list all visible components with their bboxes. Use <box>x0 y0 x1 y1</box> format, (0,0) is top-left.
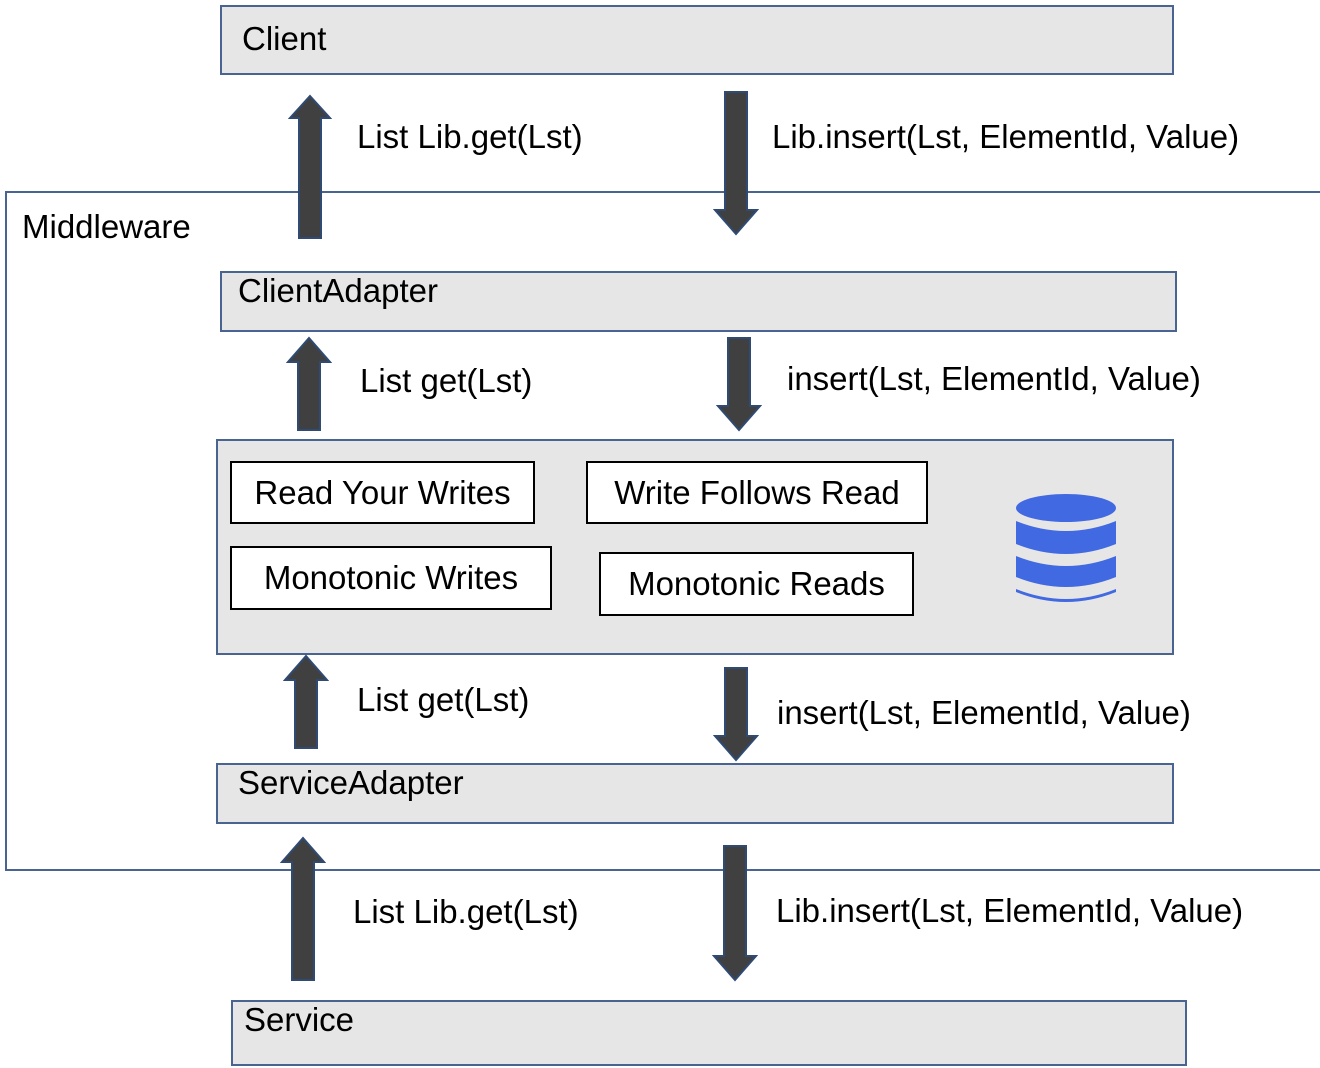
client-adapter-label: ClientAdapter <box>238 272 438 309</box>
client-adapter-box: ClientAdapter <box>220 271 1177 332</box>
database-icon <box>1016 494 1116 602</box>
adapter-insert-label: insert(Lst, ElementId, Value) <box>787 360 1201 397</box>
service-label: Service <box>244 1001 355 1038</box>
write-follows-read-box: Write Follows Read <box>586 461 928 524</box>
down-arrow-icon <box>716 337 762 432</box>
down-arrow-icon <box>712 845 758 982</box>
monotonic-writes-box: Monotonic Writes <box>230 546 552 610</box>
read-your-writes-label: Read Your Writes <box>254 473 511 511</box>
client-box: Client <box>220 5 1174 75</box>
core-insert-label: insert(Lst, ElementId, Value) <box>777 694 1191 731</box>
down-arrow-icon <box>713 667 759 762</box>
service-adapter-label: ServiceAdapter <box>238 764 464 801</box>
up-arrow-icon <box>288 94 332 239</box>
write-follows-read-label: Write Follows Read <box>614 473 900 511</box>
up-arrow-icon <box>283 654 329 749</box>
client-get-label: List Lib.get(Lst) <box>357 118 583 155</box>
middleware-container <box>5 191 1320 871</box>
client-insert-label: Lib.insert(Lst, ElementId, Value) <box>772 118 1240 155</box>
service-get-label: List Lib.get(Lst) <box>353 893 579 930</box>
monotonic-reads-box: Monotonic Reads <box>599 552 914 616</box>
read-your-writes-box: Read Your Writes <box>230 461 535 524</box>
core-get-label: List get(Lst) <box>357 681 530 718</box>
client-label: Client <box>242 20 327 57</box>
down-arrow-icon <box>713 91 759 236</box>
up-arrow-icon <box>286 336 332 431</box>
middleware-label: Middleware <box>22 208 191 245</box>
adapter-get-label: List get(Lst) <box>360 362 533 399</box>
service-insert-label: Lib.insert(Lst, ElementId, Value) <box>776 892 1244 929</box>
monotonic-reads-label: Monotonic Reads <box>628 565 885 602</box>
service-adapter-box: ServiceAdapter <box>216 763 1174 824</box>
monotonic-writes-label: Monotonic Writes <box>263 559 519 596</box>
up-arrow-icon <box>280 836 326 981</box>
service-box: Service <box>231 1000 1187 1066</box>
